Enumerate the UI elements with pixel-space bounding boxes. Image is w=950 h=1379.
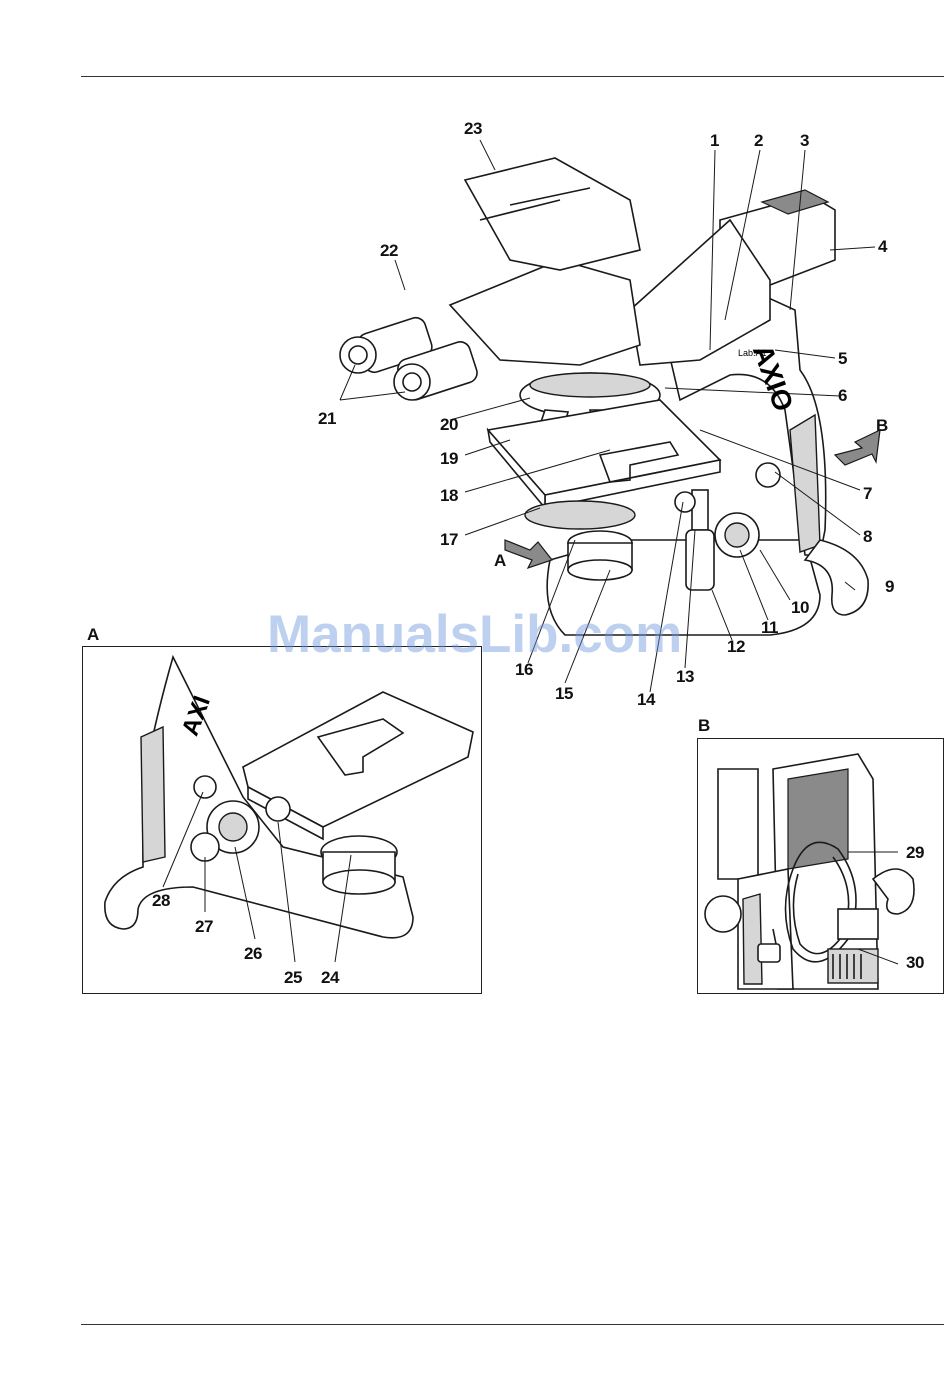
label-19: 19 [440,449,458,469]
label-15: 15 [555,684,573,704]
label-17: 17 [440,530,458,550]
label-11: 11 [761,618,778,638]
label-22: 22 [380,241,398,261]
label-27: 27 [195,917,213,937]
top-housing [465,158,640,270]
label-13: 13 [676,667,694,687]
watermark: ManualsLib.com [267,604,682,665]
label-30: 30 [906,953,924,973]
arrow-b [835,430,880,465]
label-29: 29 [906,843,924,863]
inset-a-illustration: AXI [83,647,481,993]
label-14: 14 [637,690,655,710]
label-4: 4 [878,237,887,257]
label-1: 1 [710,131,719,151]
label-25: 25 [284,968,302,988]
label-6: 6 [838,386,847,406]
label-21: 21 [318,409,336,429]
panel-text: Lab.A1 [738,348,767,358]
label-10: 10 [791,598,809,618]
arrow-label-a: A [494,551,506,571]
label-7: 7 [863,484,872,504]
label-28: 28 [152,891,170,911]
arrow-a [505,540,552,568]
label-3: 3 [800,131,809,151]
label-9: 9 [885,577,894,597]
label-23: 23 [464,119,482,139]
top-rule [81,76,944,77]
label-5: 5 [838,349,847,369]
label-2: 2 [754,131,763,151]
label-18: 18 [440,486,458,506]
arrow-label-b: B [876,416,888,436]
tube-head [450,260,640,365]
inset-b-title: B [698,716,710,736]
label-20: 20 [440,415,458,435]
label-24: 24 [321,968,339,988]
bottom-rule [81,1324,944,1325]
eyepieces [340,315,480,402]
inset-a: AXI [82,646,482,994]
label-26: 26 [244,944,262,964]
label-12: 12 [727,637,745,657]
inset-a-title: A [87,625,99,645]
label-8: 8 [863,527,872,547]
